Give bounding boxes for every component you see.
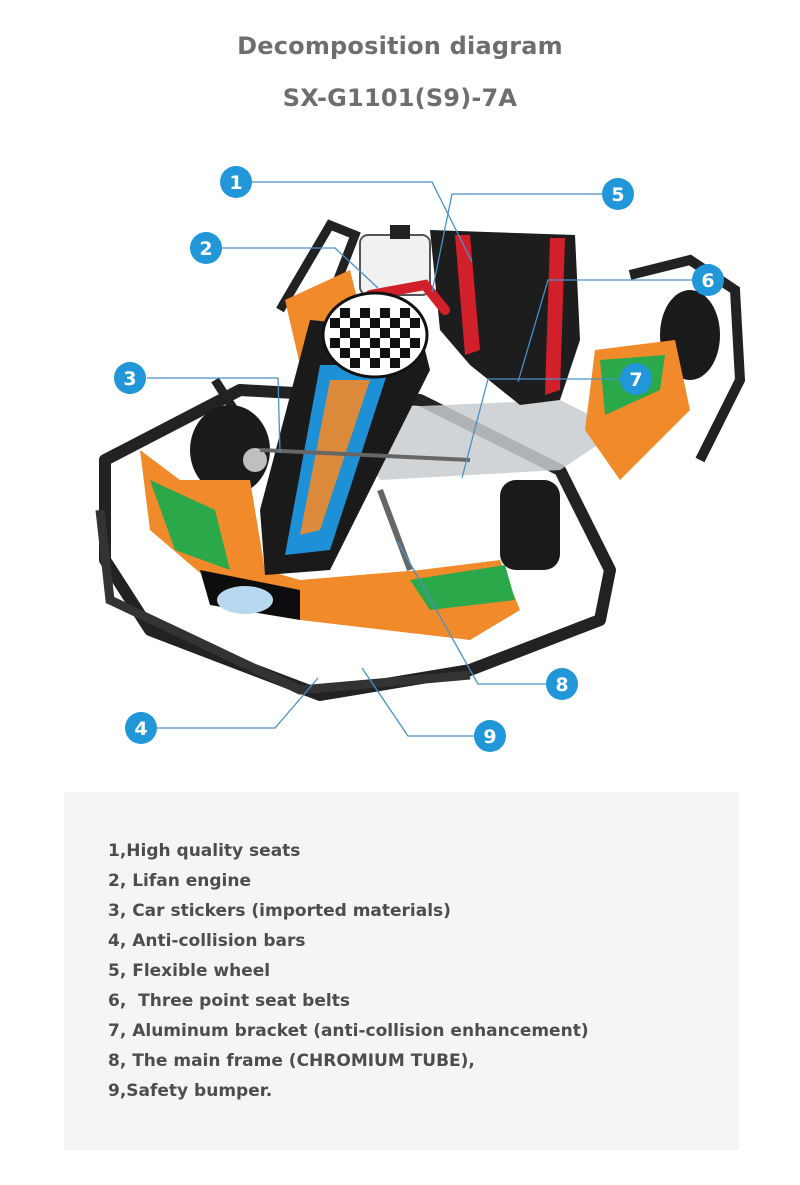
svg-text:3: 3: [123, 368, 136, 390]
leader-line-1: [252, 181, 473, 263]
svg-text:5: 5: [611, 184, 624, 206]
go-kart-illustration: [95, 219, 746, 701]
legend-item-7: 7, Aluminum bracket (anti-collision enha…: [108, 1021, 589, 1041]
legend-item-2: 2, Lifan engine: [108, 871, 252, 891]
svg-text:8: 8: [555, 674, 568, 696]
legend-item-1: 1,High quality seats: [108, 841, 301, 861]
leader-line-4: [157, 677, 319, 729]
callout-marker-3: 3: [114, 362, 146, 394]
leader-line-2: [222, 247, 379, 289]
parts-legend-list: 1,High quality seats 2, Lifan engine 3, …: [64, 792, 739, 1106]
svg-text:4: 4: [134, 718, 147, 740]
legend-item-3: 3, Car stickers (imported materials): [108, 901, 451, 921]
leader-line-7: [461, 378, 620, 479]
leader-line-9: [361, 667, 474, 737]
svg-text:6: 6: [701, 270, 714, 292]
go-kart-diagram: 1 2 3 4 5 6 7 8 9: [95, 166, 746, 752]
leader-line-6: [517, 279, 692, 383]
diagram-title: Decomposition diagram: [237, 32, 563, 60]
svg-text:1: 1: [229, 172, 242, 194]
callout-marker-6: 6: [692, 264, 724, 296]
legend-item-5: 5, Flexible wheel: [108, 961, 271, 981]
checkered-number-plate: [321, 291, 429, 379]
legend-item-4: 4, Anti-collision bars: [108, 931, 306, 951]
leader-line-5: [431, 193, 602, 293]
callout-marker-1: 1: [220, 166, 252, 198]
callout-marker-4: 4: [125, 712, 157, 744]
parts-legend-panel: 1,High quality seats 2, Lifan engine 3, …: [64, 792, 739, 1150]
callout-marker-5: 5: [602, 178, 634, 210]
callout-leader-lines: [147, 181, 692, 737]
svg-text:2: 2: [199, 238, 212, 260]
model-number: SX-G1101(S9)-7A: [282, 84, 518, 112]
callout-marker-9: 9: [474, 720, 506, 752]
leader-line-3: [147, 377, 281, 453]
legend-item-8: 8, The main frame (CHROMIUM TUBE),: [108, 1051, 475, 1071]
svg-text:7: 7: [629, 369, 642, 391]
svg-text:9: 9: [483, 726, 496, 748]
leader-line-8: [397, 541, 546, 685]
legend-item-6: 6, Three point seat belts: [108, 991, 350, 1011]
callout-marker-8: 8: [546, 668, 578, 700]
callout-marker-2: 2: [190, 232, 222, 264]
callout-marker-7: 7: [620, 363, 652, 395]
legend-item-9: 9,Safety bumper.: [108, 1081, 273, 1101]
